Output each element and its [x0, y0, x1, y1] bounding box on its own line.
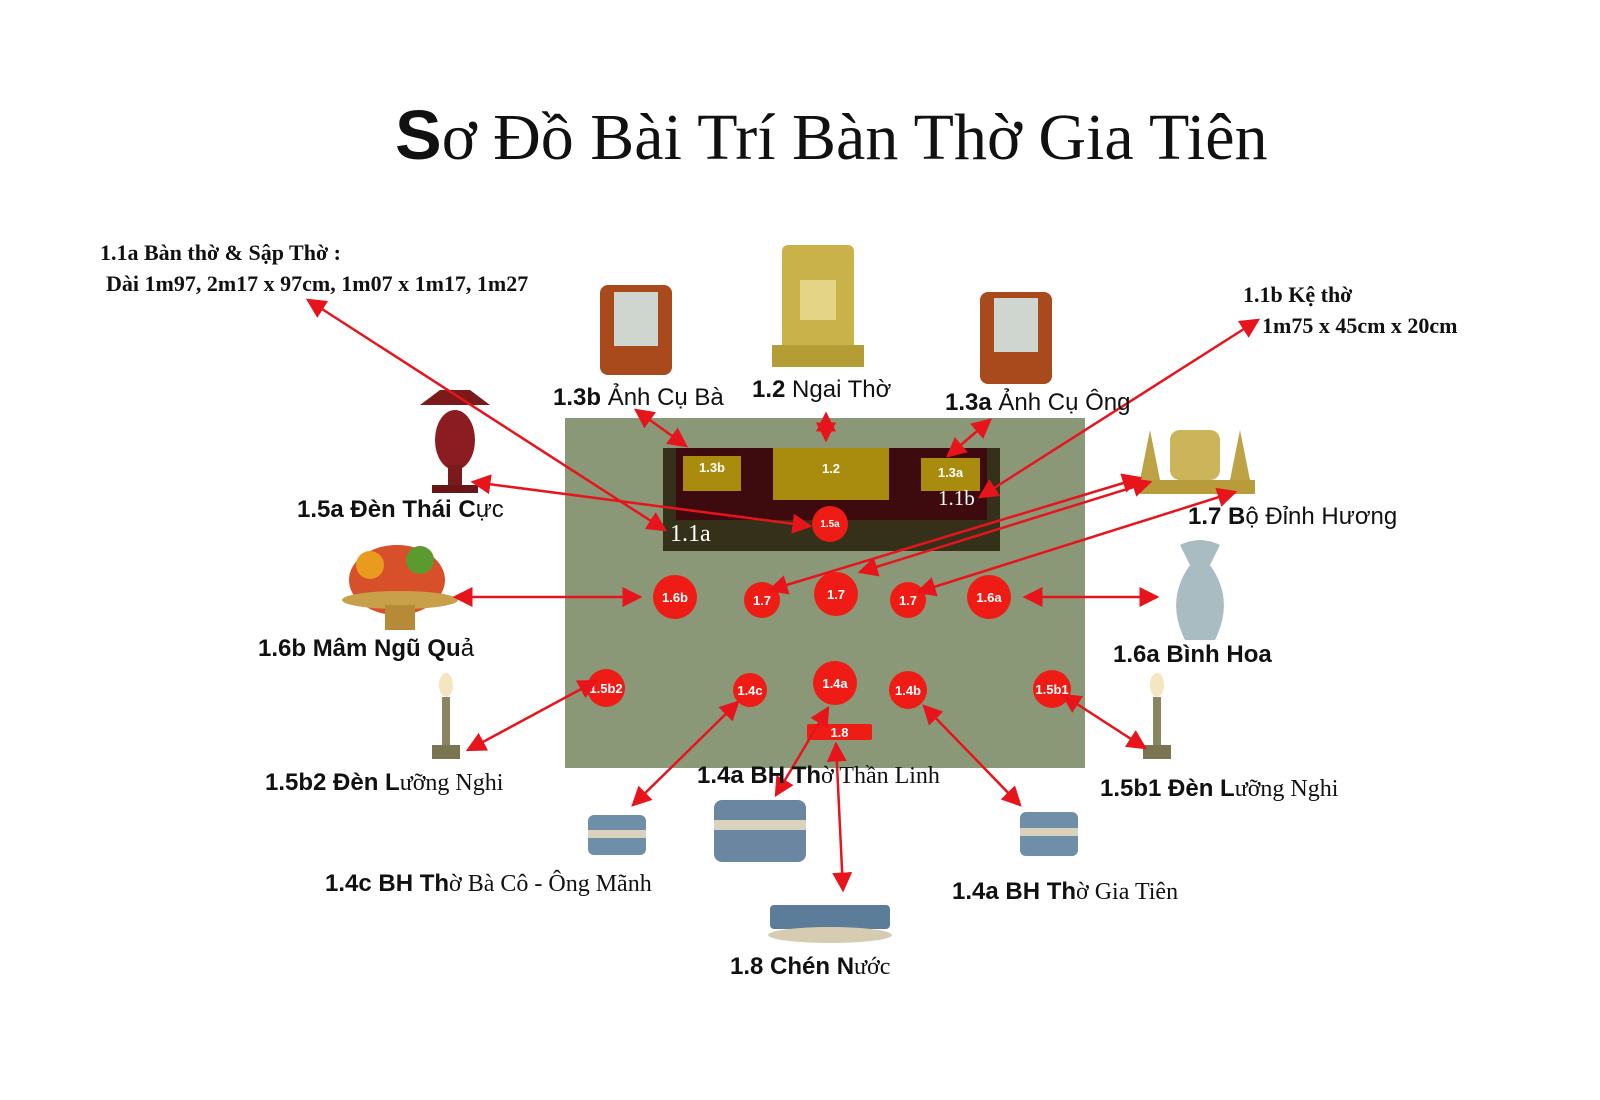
censer-gia-tien-icon: [1020, 812, 1078, 856]
label-1-7: 1.7 Bộ Đỉnh Hương: [1188, 503, 1398, 530]
arrow-1-7-center: [857, 477, 1153, 577]
label-1-4a-than-linh: 1.4a BH Thờ Thần Linh: [697, 762, 940, 789]
marker-1-4a: 1.4a: [813, 661, 857, 705]
arrow-1-4a: [774, 705, 830, 798]
arrow-1-5a: [470, 474, 813, 534]
censer-ba-co-icon: [588, 815, 646, 855]
altar-note-dimensions: Dài 1m97, 2m17 x 97cm, 1m07 x 1m17, 1m27: [106, 271, 529, 296]
arrow-1-3a: [946, 418, 992, 458]
label-1-6b: 1.6b Mâm Ngũ Quả: [258, 635, 475, 662]
label-1-4a-gia-tien: 1.4a BH Thờ Gia Tiên: [952, 878, 1179, 905]
candle-right-icon: [1143, 673, 1171, 759]
label-1-6a: 1.6a Bình Hoa: [1113, 641, 1272, 668]
marker-1-4b: 1.4b: [889, 671, 927, 709]
arrow-1-1b: [977, 318, 1261, 499]
arrow-1-5b2: [465, 679, 599, 752]
label-1-5a: 1.5a Đèn Thái Cực: [297, 496, 504, 523]
label-1-2: 1.2 Ngai Thờ: [752, 376, 892, 403]
label-1-4c: 1.4c BH Thờ Bà Cô - Ông Mãnh: [325, 870, 652, 897]
shelf-note-title: 1.1b Kệ thờ: [1243, 282, 1353, 307]
arrow-1-4b: [922, 704, 1022, 807]
label-1-3b: 1.3b Ảnh Cụ Bà: [553, 384, 724, 411]
arrow-1-8: [826, 741, 853, 893]
arrow-1-7-left: [767, 473, 1143, 595]
candle-left-icon: [432, 673, 460, 759]
water-cups-icon: [768, 905, 892, 943]
arrow-1-5b1: [1060, 693, 1148, 750]
page-title: Sơ Đồ Bài Trí Bàn Thờ Gia Tiên: [395, 96, 1268, 174]
label-1-5b1: 1.5b1 Đèn Lưỡng Nghi: [1100, 775, 1339, 802]
shelf-note-dimensions: 1m75 x 45cm x 20cm: [1262, 313, 1458, 338]
censer-than-linh-icon: [714, 800, 806, 862]
label-1-8: 1.8 Chén Nước: [730, 953, 891, 980]
label-1-3a: 1.3a Ảnh Cụ Ông: [945, 389, 1131, 416]
arrow-1-4c: [631, 700, 740, 807]
ancestor-throne-icon: [772, 245, 864, 367]
arrow-1-7-right: [915, 487, 1238, 597]
label-1-5b2: 1.5b2 Đèn Lưỡng Nghi: [265, 769, 504, 796]
arrow-1-3b: [633, 408, 689, 448]
altar-note-title: 1.1a Bàn thờ & Sập Thờ :: [100, 240, 341, 265]
marker-1-6b: 1.6b: [653, 575, 697, 619]
fruit-tray-icon: [342, 545, 458, 630]
